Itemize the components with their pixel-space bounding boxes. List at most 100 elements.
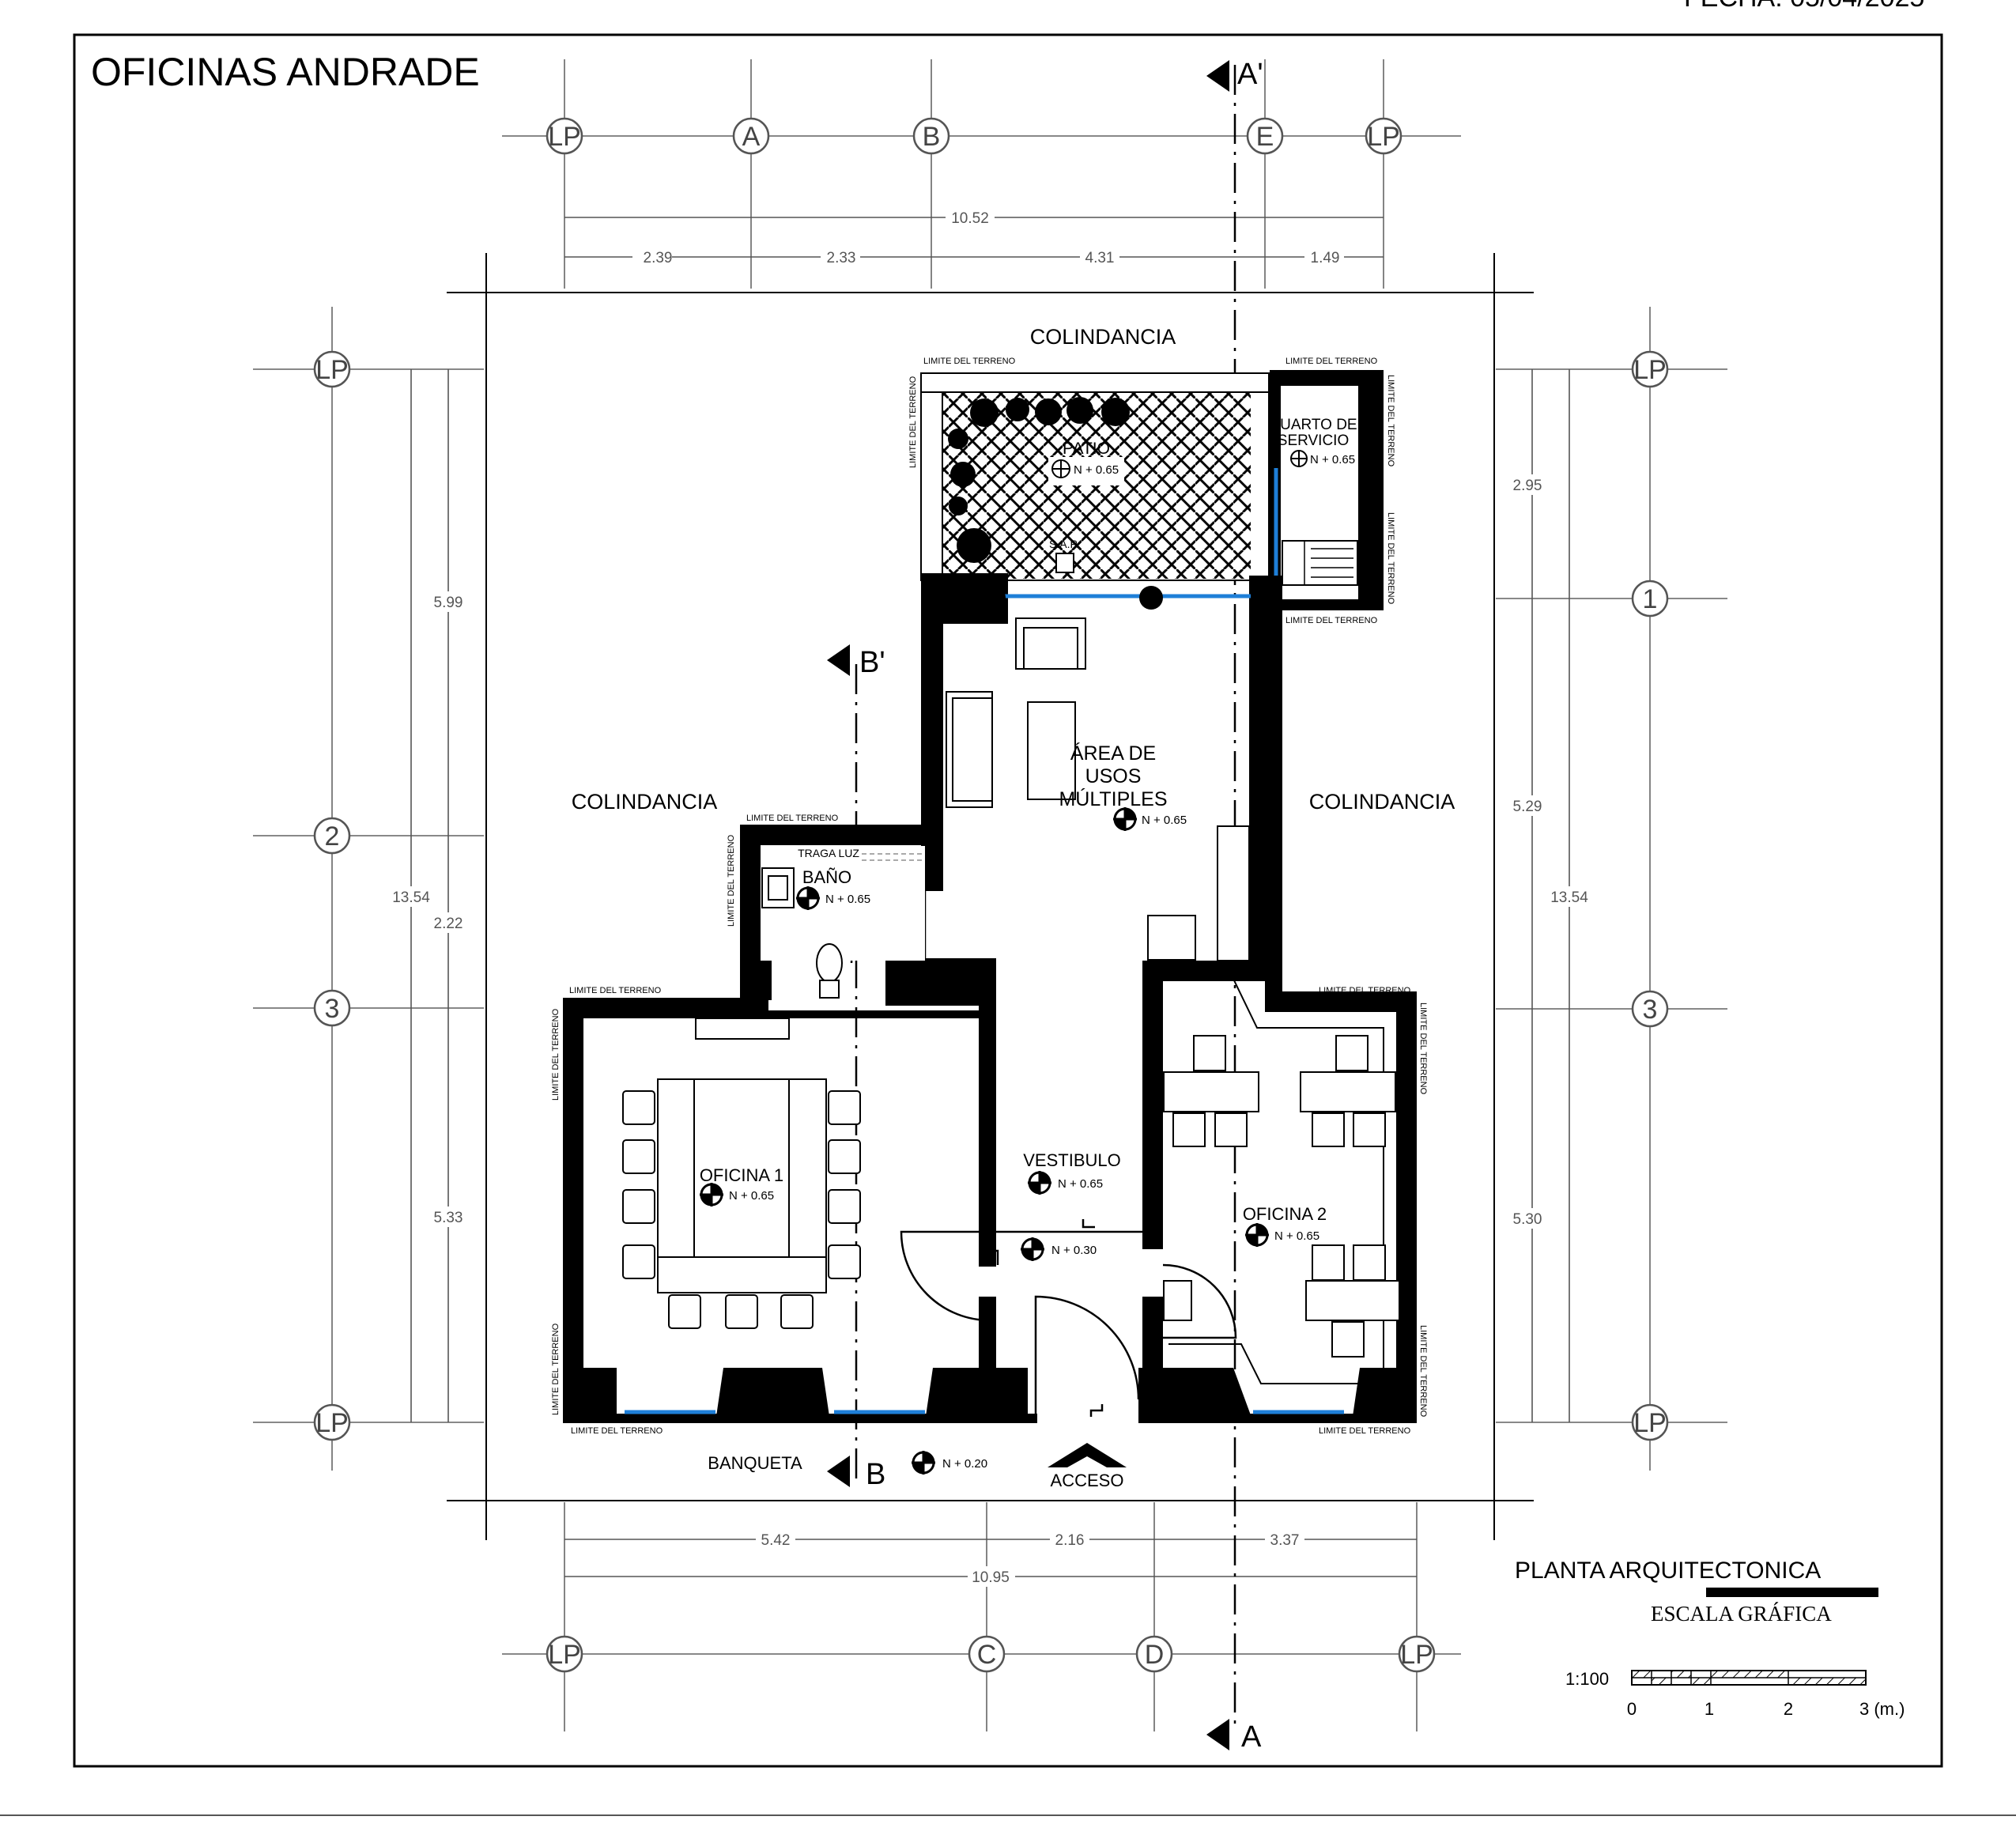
level-markers: N + 0.65 N + 0.65 N + 0.65 N + 0.65 N + … [700,807,1319,1475]
axis-bubble-1: 1 [1631,580,1669,617]
axis-bubble-c: C [968,1635,1006,1673]
dim-right-total: 13.54 [1550,889,1588,906]
section-a-top-arrow [1206,60,1229,92]
room-label-usos-1: ÁREA DE [1070,742,1156,765]
section-a-top-label: A' [1237,58,1263,91]
axis-bubble-left-lp1: LP [313,350,351,388]
dim-bottom-2: 2.16 [1055,1532,1085,1549]
svg-text:N + 0.65: N + 0.65 [825,893,870,906]
level-marker-oficina2: N + 0.65 [1245,1223,1319,1247]
svg-text:N + 0.20: N + 0.20 [942,1457,987,1471]
limite-13: LIMITE DEL TERRENO [1386,375,1395,467]
limite-5: LIMITE DEL TERRENO [569,986,662,995]
palm-plants [948,397,1130,563]
limite-7: LIMITE DEL TERRENO [571,1426,663,1436]
svg-text:LP: LP [1400,1640,1433,1670]
label-acceso: ACCESO [1051,1471,1124,1490]
walls [563,573,1417,1423]
axis-bubble-bottom-lp2: LP [1398,1635,1436,1673]
svg-text:LP: LP [548,1640,581,1670]
dim-left-1: 5.99 [434,595,463,611]
dim-left-2: 2.22 [434,916,463,932]
level-marker-vestibulo: N + 0.65 [1028,1171,1103,1195]
office1-furniture [622,1018,861,1329]
room-label-vestibulo: VESTIBULO [1023,1150,1120,1170]
limite-10: LIMITE DEL TERRENO [727,834,736,927]
svg-text:2: 2 [325,821,340,852]
axis-bubble-3-left: 3 [313,989,351,1027]
svg-text:1: 1 [1643,584,1658,614]
room-label-usos-2: USOS [1085,765,1142,787]
svg-text:A: A [742,122,761,152]
title-block: PLANTA ARQUITECTONICA ESCALA GRÁFICA 1:1… [1515,1558,1905,1719]
section-b-bottom-label: B [866,1458,885,1491]
svg-text:3: 3 [1643,995,1658,1025]
label-colindancia-left: COLINDANCIA [572,790,718,814]
dim-right-3: 5.30 [1513,1211,1542,1228]
dim-top-4: 1.49 [1311,250,1340,266]
label-banqueta: BANQUETA [708,1453,802,1473]
scale-tick-2: 2 [1784,1699,1793,1719]
room-labels: ÁREA DE USOS MÚLTIPLES BAÑO OFICINA 1 OF… [700,742,1327,1224]
dim-bottom-3: 3.37 [1270,1532,1300,1549]
dim-top-total: 10.52 [951,210,989,227]
plan-title: PLANTA ARQUITECTONICA [1515,1558,1821,1584]
cuarto-servicio: CUARTO DE SERVICIO N + 0.65 [1269,370,1384,610]
svg-text:S.A.P.: S.A.P. [1049,538,1079,550]
svg-text:N + 0.30: N + 0.30 [1051,1244,1097,1257]
room-label-cuarto-2: SERVICIO [1278,432,1349,449]
axis-bubble-left-lp2: LP [313,1403,351,1441]
limite-3: LIMITE DEL TERRENO [1285,616,1378,625]
room-label-oficina2: OFICINA 2 [1243,1204,1327,1224]
axis-bubble-top-lp1: LP [546,117,583,155]
patio-level: N + 0.65 [1074,463,1119,477]
svg-text:N + 0.65: N + 0.65 [1142,814,1187,827]
svg-text:LP: LP [548,122,581,152]
dim-left-3: 5.33 [434,1210,463,1226]
axis-bubble-e: E [1246,117,1284,155]
axis-bubble-b: B [912,117,950,155]
limite-16: LIMITE DEL TERRENO [1418,1325,1428,1418]
svg-text:C: C [977,1640,997,1670]
svg-text:LP: LP [1633,355,1667,385]
svg-text:LP: LP [1367,122,1400,152]
svg-text:N + 0.65: N + 0.65 [729,1189,774,1203]
svg-text:LP: LP [315,355,349,385]
axis-bubble-top-lp2: LP [1365,117,1403,155]
cuarto-level: N + 0.65 [1310,453,1355,466]
access-arrow [1048,1443,1127,1467]
dim-bottom-total: 10.95 [972,1569,1010,1586]
limite-15: LIMITE DEL TERRENO [1418,1003,1428,1095]
patio: PATIO N + 0.65 S.A.P. [920,372,1270,581]
dim-left-total: 13.54 [392,889,430,906]
svg-text:E: E [1256,122,1274,152]
grid-lines [253,59,1727,1731]
axis-bubble-right-lp1: LP [1631,350,1669,388]
room-label-patio: PATIO [1063,440,1110,458]
svg-text:LP: LP [1633,1408,1667,1438]
room-label-usos-3: MÚLTIPLES [1059,787,1167,810]
office2-furniture [1163,978,1400,1384]
dim-top-1: 2.39 [644,250,673,266]
limite-11: LIMITE DEL TERRENO [551,1008,561,1101]
svg-text:N + 0.65: N + 0.65 [1058,1177,1103,1191]
limite-12: LIMITE DEL TERRENO [551,1323,561,1415]
limite-9: LIMITE DEL TERRENO [908,376,918,468]
svg-text:N + 0.65: N + 0.65 [1274,1229,1319,1243]
level-marker-oficina1: N + 0.65 [700,1183,774,1206]
limite-2: LIMITE DEL TERRENO [1285,357,1378,366]
multiuse-furniture [946,617,1250,961]
level-marker-bano: N + 0.65 [796,886,870,910]
dim-right-1: 2.95 [1513,478,1542,494]
svg-text:D: D [1145,1640,1165,1670]
svg-text:B: B [923,122,941,152]
plan-title-underline [1706,1588,1878,1597]
section-b-bottom-arrow [827,1456,850,1487]
level-marker-banqueta: N + 0.20 [912,1451,987,1475]
label-colindancia-top: COLINDANCIA [1030,325,1176,349]
section-a-bottom-label: A [1241,1720,1262,1754]
site-boundary [447,253,1534,1540]
level-marker-acceso: N + 0.30 [1021,1237,1097,1261]
scale-title: ESCALA GRÁFICA [1651,1602,1832,1626]
